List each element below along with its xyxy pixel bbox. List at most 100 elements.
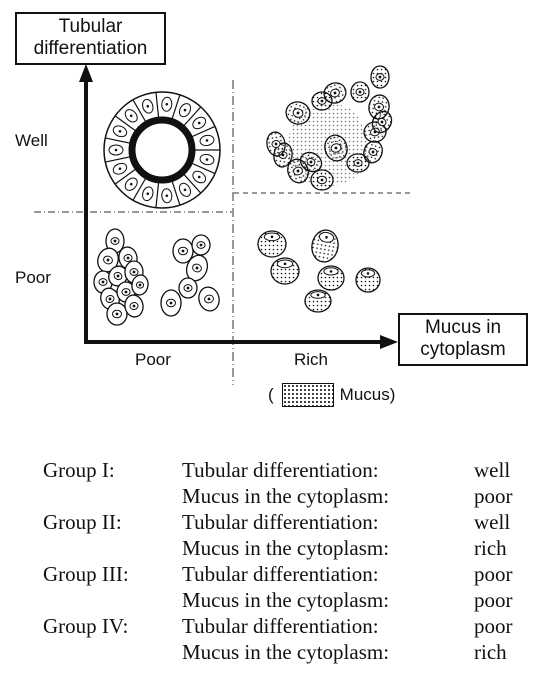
poorly-differentiated-cell [178,277,198,299]
columnar-cell-nucleus [178,182,192,197]
cell-nucleolus [366,272,370,275]
columnar-cell-nucleus [124,177,138,191]
nucleolus [118,129,122,133]
cell-nucleolus [106,258,110,262]
nucleolus [197,121,201,125]
columnar-cell-nucleus [178,103,192,118]
columnar-cell-nucleus [142,98,154,114]
columnar-cell-nucleus [124,109,138,123]
group-name: Group II: [43,510,122,534]
cell-nucleolus [116,274,120,278]
mucinous-gland-cell [350,81,370,103]
group-2-row-mucus: Mucus in the cytoplasm: rich [0,536,548,562]
mucinous-gland-cell [324,134,348,162]
cell-nucleolus [325,236,328,239]
cell-nucleolus [309,160,313,164]
property-value: poor [474,588,513,612]
cell-nucleolus [334,146,338,150]
nucleolus [197,175,201,179]
poorly-differentiated-cell [160,289,182,317]
cell-nucleolus [181,249,185,253]
x-level-poor: Poor [135,350,171,369]
signet-ring-cell [257,230,287,258]
cell-nucleolus [316,293,320,297]
signet-ring-cell [270,257,300,285]
group-2-mucinous-gland-illustration [266,65,393,191]
poorly-differentiated-cell [172,238,194,264]
cell-nucleolus [132,304,136,308]
nucleolus [118,167,122,171]
columnar-cell-nucleus [161,188,173,204]
gland-lumen [136,124,188,176]
columnar-cell-nucleus [142,186,154,202]
legend-open-paren: ( [268,385,274,404]
signet-ring-cell [304,289,332,313]
group-name: Group I: [43,458,115,482]
signet-ring-cell [311,229,339,263]
group-name: Group IV: [43,614,129,638]
y-level-well: Well [15,131,48,150]
mucinous-gland-cell [287,158,309,184]
mucinous-gland-cell [323,82,347,104]
cell-nucleolus [296,169,300,173]
property-label: Tubular differentiation: [182,510,379,534]
cell-nucleolus [101,280,105,284]
cell-nucleolus [380,120,384,124]
y-axis-title-box: Tubular differentiation [15,12,166,65]
group-1-gland-illustration [103,91,221,209]
property-value: well [474,458,511,482]
cell-nucleolus [378,75,382,79]
columnar-cell-nucleus [161,96,173,112]
property-label: Mucus in the cytoplasm: [182,484,390,508]
nucleolus [183,188,187,192]
cell-nucleolus [283,262,287,266]
cell-nucleolus [274,142,278,146]
classification-diagram [34,64,414,385]
columnar-cell-nucleus [199,153,215,166]
group-2-row-differentiation: Group II: Tubular differentiation: well [0,510,548,536]
group-1-row-differentiation: Group I: Tubular differentiation: well [0,458,548,484]
cell-nucleolus [320,178,324,182]
columnar-cell-nucleus [112,125,128,138]
y-axis-title-line1: Tubular [58,16,123,37]
columnar-cell-nucleus [112,162,128,175]
property-label: Tubular differentiation: [182,458,379,482]
nucleolus [114,148,118,152]
mucinous-gland-cell [346,153,370,173]
poorly-differentiated-cell [131,274,149,296]
property-label: Mucus in the cytoplasm: [182,536,390,560]
group-3-cells-illustration [93,228,220,326]
property-value: poor [474,614,513,638]
cell-nucleolus [270,235,274,239]
property-label: Mucus in the cytoplasm: [182,640,390,664]
property-label: Tubular differentiation: [182,614,379,638]
property-value: poor [474,484,513,508]
group-1-row-mucus: Mucus in the cytoplasm: poor [0,484,548,510]
cell-nucleolus [132,270,136,274]
cell-nucleolus [377,105,381,109]
cell-nucleolus [207,297,211,301]
poorly-differentiated-cell [124,294,144,318]
apical-border [128,116,196,184]
cell-nucleolus [169,301,173,305]
columnar-cell-nucleus [199,134,215,147]
group-4-row-differentiation: Group IV: Tubular differentiation: poor [0,614,548,640]
legend-label: Mucus) [339,385,396,404]
cell-nucleolus [296,111,300,115]
cell-nucleolus [195,266,199,270]
group-4-row-mucus: Mucus in the cytoplasm: rich [0,640,548,666]
nucleolus [183,108,187,112]
columnar-cell-nucleus [192,170,207,184]
signet-ring-cell [317,265,345,291]
mucus-legend: ( Mucus) [268,383,395,407]
poorly-differentiated-cell [191,234,211,256]
cell-nucleolus [358,90,362,94]
mucus-pattern-swatch [281,383,334,407]
mucinous-gland-cell [310,169,334,191]
cell-nucleolus [333,91,337,95]
x-axis-title-box: Mucus in cytoplasm [398,313,528,366]
x-level-rich: Rich [294,350,329,369]
nucleolus [129,182,133,186]
y-axis-arrowhead [79,64,93,82]
cell-nucleolus [113,239,117,243]
